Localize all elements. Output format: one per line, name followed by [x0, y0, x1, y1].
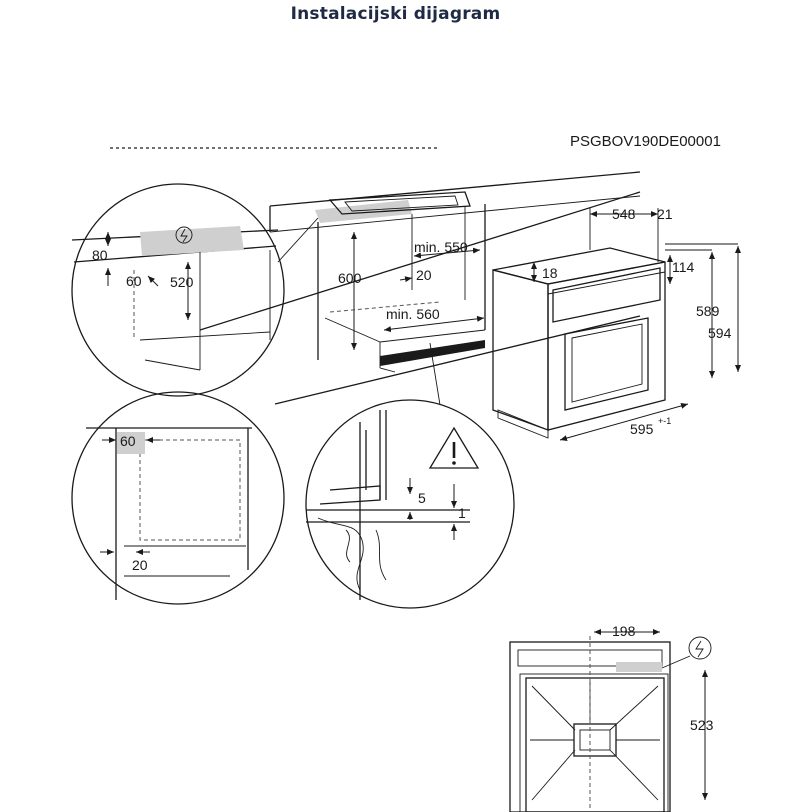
hob-cutout — [315, 200, 412, 223]
warning-triangle-icon — [428, 426, 480, 469]
dim-198: 198 — [612, 623, 636, 639]
dim-18: 18 — [542, 265, 558, 281]
dim-1: 1 — [458, 505, 466, 521]
dim-594: 594 — [708, 325, 732, 341]
dim-520: 520 — [170, 274, 194, 290]
dim-min-550: min. 550 — [414, 239, 468, 255]
model-code: PSGBOV190DE00001 — [570, 133, 721, 150]
dim-114: 114 — [672, 259, 695, 275]
dim-80: 80 — [92, 247, 108, 263]
dim-21: 21 — [657, 206, 673, 222]
dim-20-side: 20 — [132, 557, 148, 573]
electrical-zone — [140, 226, 244, 256]
cabinet-perspective: 600 min. 550 20 min. 560 — [110, 147, 641, 406]
dim-595: 595 — [630, 421, 654, 437]
dim-548: 548 — [612, 206, 636, 222]
detail-circle-warning: 5 1 — [305, 399, 515, 609]
dim-600: 600 — [338, 270, 362, 286]
top-view: 198 523 — [509, 623, 714, 812]
dim-20-top: 20 — [416, 267, 432, 283]
dim-595-tolerance: +-1 — [658, 416, 671, 426]
dim-5: 5 — [418, 490, 426, 506]
detail-circle-hob: 80 60 520 — [71, 183, 285, 397]
dim-min-560: min. 560 — [386, 306, 440, 322]
page-title: Instalacijski dijagram — [290, 4, 501, 24]
dim-60-side: 60 — [120, 433, 136, 449]
detail-circle-side: 60 20 — [71, 391, 285, 605]
dim-589: 589 — [696, 303, 720, 319]
oven-drawing: 548 21 18 114 589 594 595 +-1 — [492, 206, 741, 441]
side-clearance-zone — [117, 432, 145, 454]
dim-523: 523 — [690, 717, 714, 733]
dim-60-top: 60 — [126, 273, 142, 289]
